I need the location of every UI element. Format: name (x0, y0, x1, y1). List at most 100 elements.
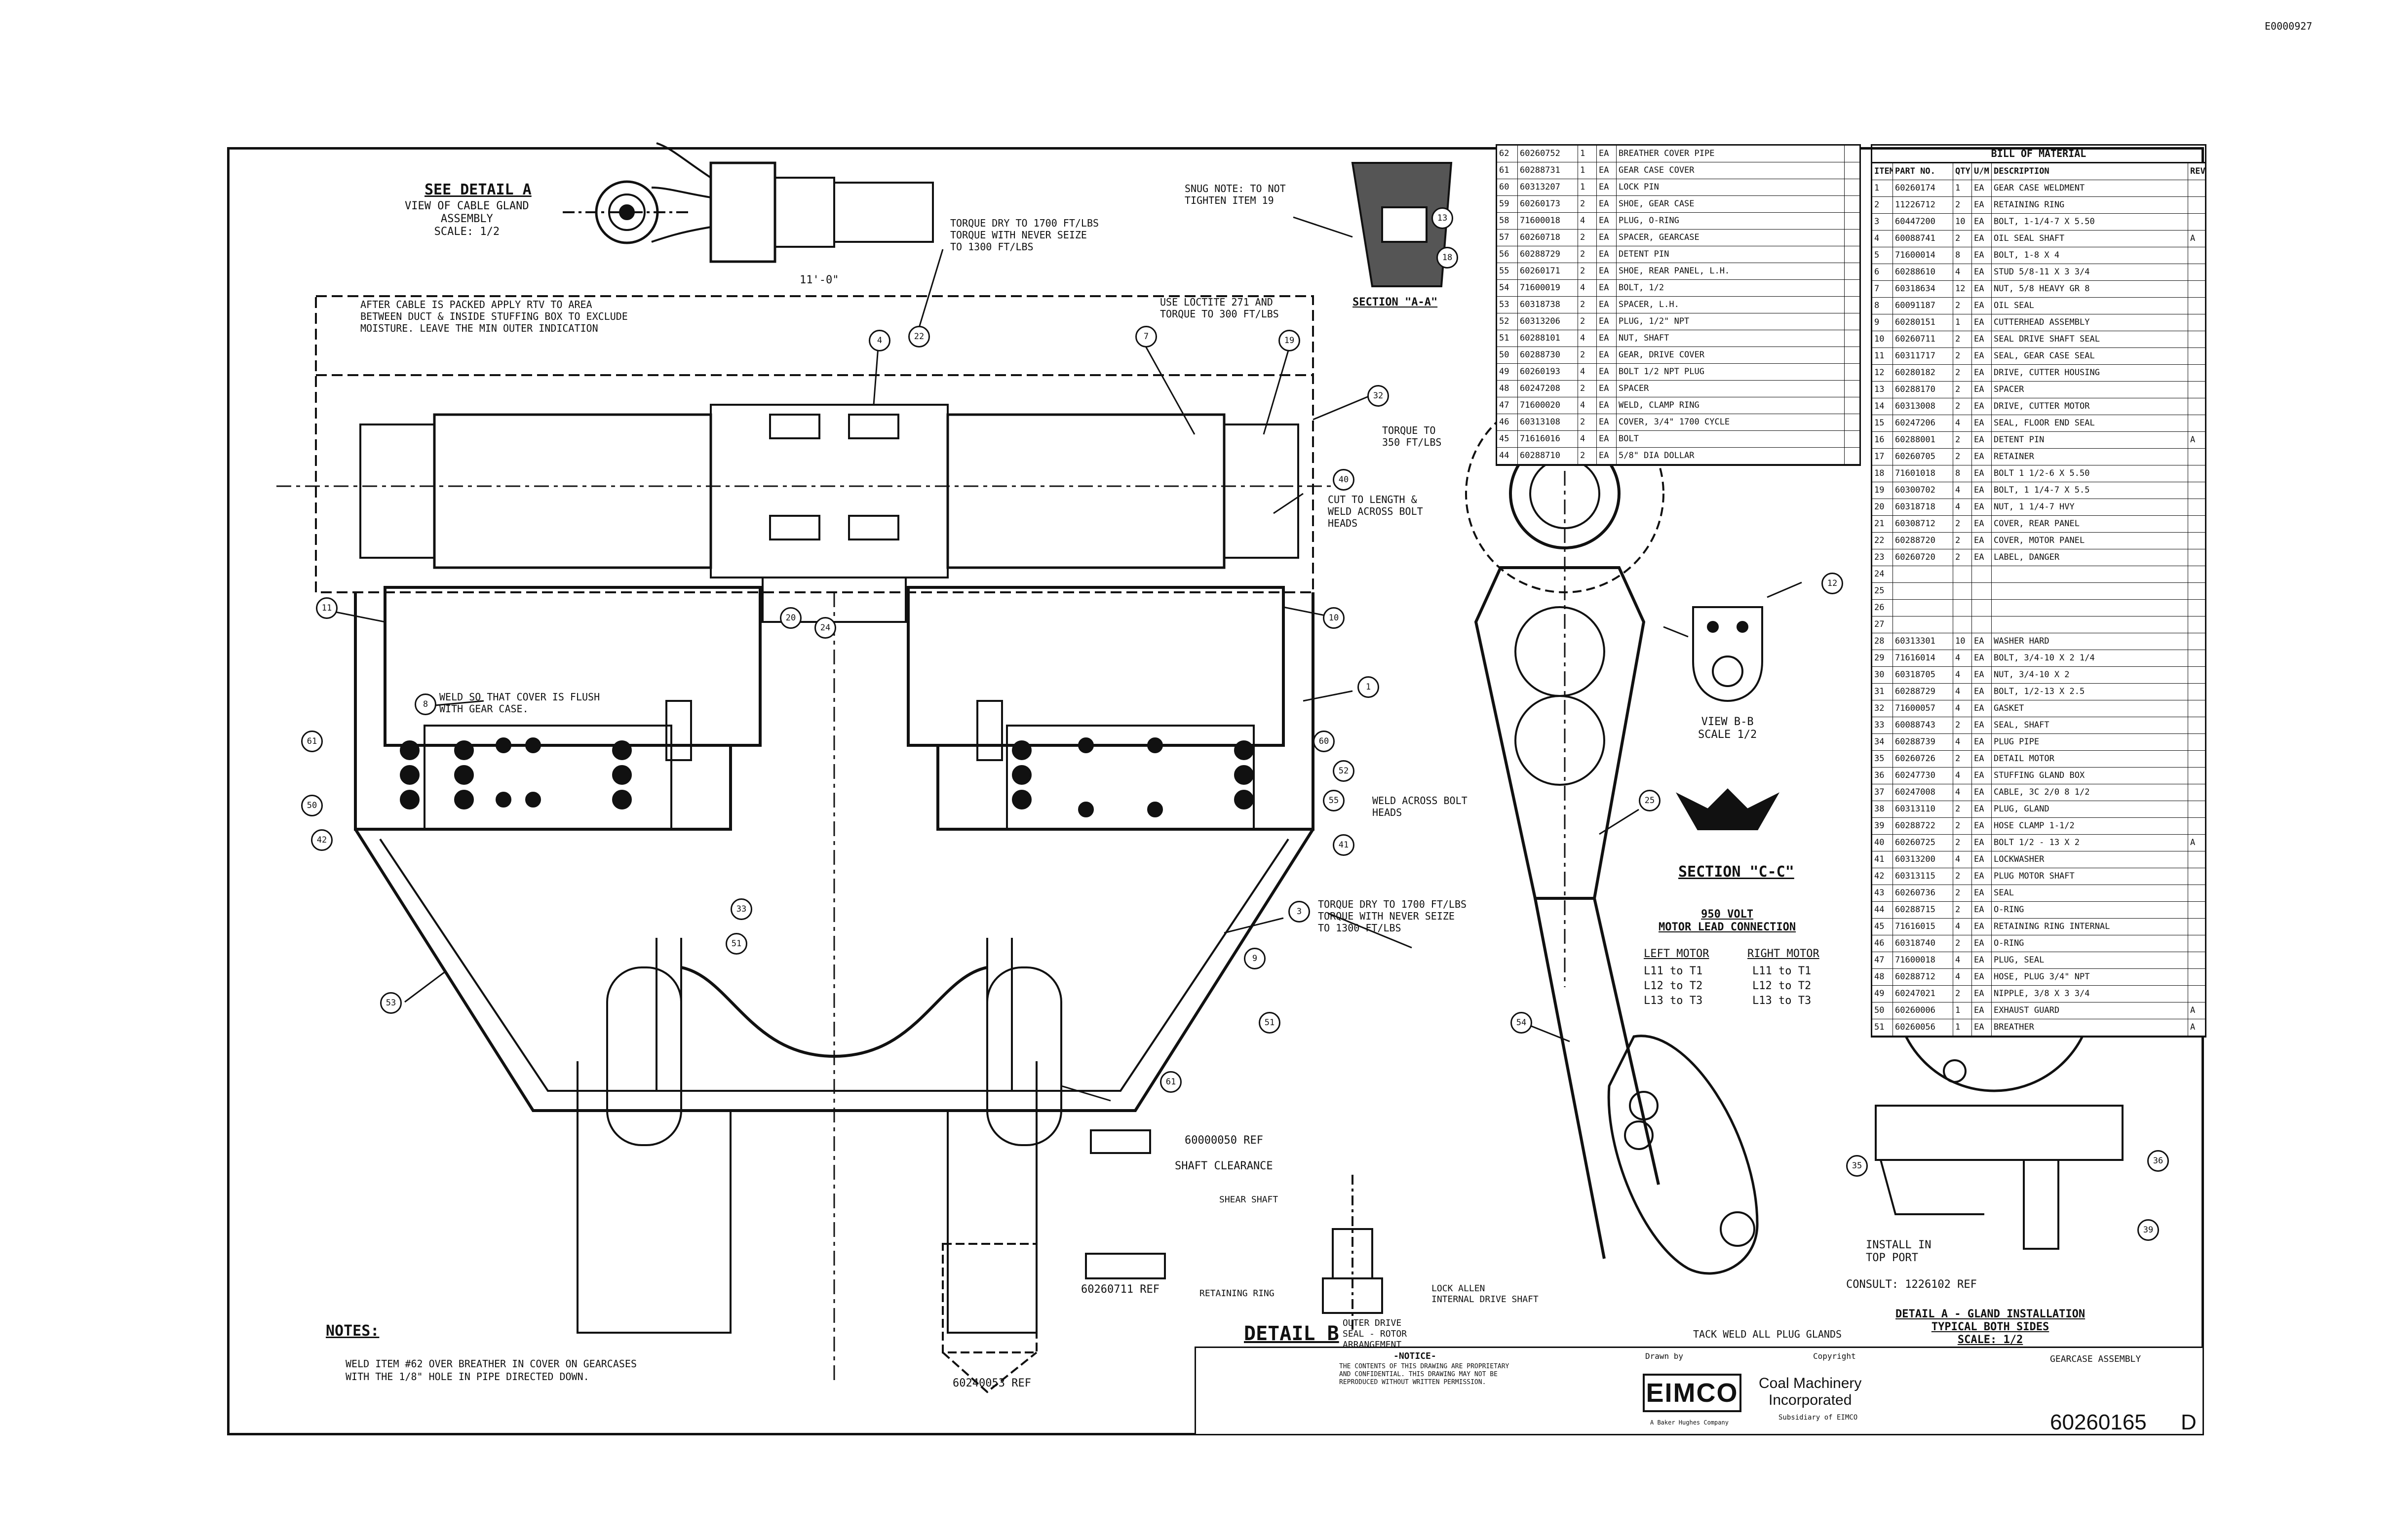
table-cell: 12 (1953, 281, 1972, 297)
table-cell: BOLT, 3/4-10 X 2 1/4 (1992, 650, 2188, 666)
table-cell: 1 (1953, 1019, 1972, 1036)
table-cell: 4 (1578, 397, 1597, 414)
table-cell (1845, 230, 1859, 246)
table-cell: 1 (1578, 146, 1597, 162)
table-cell: 4 (1953, 482, 1972, 499)
table-cell: 14 (1872, 398, 1893, 415)
callout-item: 24 (814, 617, 836, 639)
detail-a-heading: SEE DETAIL A (425, 181, 532, 198)
table-cell: 7 (1872, 281, 1893, 297)
table-cell: EA (1972, 1002, 1992, 1019)
callout-item: 18 (1436, 247, 1458, 269)
table-cell: 2 (1953, 516, 1972, 532)
table-cell: SPACER, L.H. (1617, 297, 1845, 313)
table-cell: LOCK PIN (1617, 179, 1845, 195)
table-cell: 60247206 (1893, 415, 1953, 431)
table-cell: EA (1597, 313, 1617, 330)
table-cell: 2 (1953, 533, 1972, 549)
table-cell: NUT, 1 1/4-7 HVY (1992, 499, 2188, 515)
callout-item: 22 (908, 326, 930, 347)
table-cell: BOLT, 1 1/4-7 X 5.5 (1992, 482, 2188, 499)
table-cell: EA (1972, 180, 1992, 196)
table-cell (2188, 348, 2205, 364)
table-cell: EA (1597, 162, 1617, 179)
bom-title: BILL OF MATERIAL (1871, 144, 2206, 162)
table-cell: 43 (1872, 885, 1893, 901)
snug-note: SNUG NOTE: TO NOT TIGHTEN ITEM 19 (1185, 183, 1286, 206)
table-cell: 10 (1953, 214, 1972, 230)
table-cell (1893, 566, 1953, 582)
bom-header-cell: U/M (1972, 163, 1992, 180)
table-cell: NUT, SHAFT (1617, 330, 1845, 346)
table-cell: 2 (1953, 835, 1972, 851)
table-cell (2188, 566, 2205, 582)
table-cell: 60260736 (1893, 885, 1953, 901)
table-cell (1845, 179, 1859, 195)
table-cell: PLUG PIPE (1992, 734, 2188, 750)
table-cell: 13 (1872, 382, 1893, 398)
bom-header-cell: QTY (1953, 163, 1972, 180)
table-row: 27 (1872, 616, 2205, 633)
table-cell: 71616016 (1518, 431, 1578, 447)
table-cell: SEAL, GEAR CASE SEAL (1992, 348, 2188, 364)
table-cell: 1 (1872, 180, 1893, 196)
table-cell: LOCKWASHER (1992, 851, 2188, 868)
table-cell: BOLT, 1/2 (1617, 280, 1845, 296)
detail-a-install-label: DETAIL A - GLAND INSTALLATION TYPICAL BO… (1895, 1308, 2086, 1346)
table-cell: 60247208 (1518, 381, 1578, 397)
table-cell (2188, 885, 2205, 901)
table-cell: SPACER, GEARCASE (1617, 230, 1845, 246)
table-cell: 17 (1872, 449, 1893, 465)
table-cell: 4 (1953, 919, 1972, 935)
detail-b-note: OUTER DRIVE SEAL - ROTOR ARRANGEMENT (1343, 1318, 1407, 1350)
table-cell: 4 (1953, 734, 1972, 750)
detail-b-label: DETAIL B (1244, 1322, 1339, 1345)
company-logo: EIMCO (1643, 1374, 1741, 1412)
table-cell: GASKET (1992, 700, 2188, 717)
table-cell: 23 (1872, 549, 1893, 566)
table-cell: 26 (1872, 600, 1893, 616)
table-cell (1972, 566, 1992, 582)
shaft-clearance-label: SHAFT CLEARANCE (1175, 1160, 1273, 1172)
table-cell: 2 (1953, 885, 1972, 901)
table-cell: STUFFING GLAND BOX (1992, 768, 2188, 784)
callout-item: 25 (1639, 790, 1661, 811)
table-cell: EA (1972, 952, 1992, 968)
table-cell: 2 (1953, 549, 1972, 566)
section-cc (1675, 788, 1780, 830)
callout-item: 55 (1323, 790, 1345, 811)
table-cell: 49 (1497, 364, 1518, 380)
table-cell (2188, 851, 2205, 868)
table-cell: 4 (1953, 969, 1972, 985)
table-cell: 4 (1578, 431, 1597, 447)
motor-right-row-3: L13 to T3 (1752, 995, 1812, 1007)
table-cell: 2 (1578, 263, 1597, 279)
table-cell: 1 (1953, 1002, 1972, 1019)
table-cell (2188, 465, 2205, 482)
table-cell (2188, 247, 2205, 264)
table-cell: EA (1597, 397, 1617, 414)
table-cell: RETAINING RING (1992, 197, 2188, 213)
table-cell: 4 (1953, 499, 1972, 515)
callout-item: 35 (1846, 1155, 1868, 1177)
drawing-title: GEARCASE ASSEMBLY (2050, 1354, 2141, 1364)
table-cell: 60260725 (1893, 835, 1953, 851)
table-cell: EA (1597, 364, 1617, 380)
table-cell (2188, 516, 2205, 532)
table-cell: COVER, MOTOR PANEL (1992, 533, 2188, 549)
table-cell: A (2190, 838, 2196, 847)
table-cell: 37 (1872, 784, 1893, 801)
table-cell (2188, 197, 2205, 213)
table-cell (2188, 482, 2205, 499)
table-cell: 49 (1872, 986, 1893, 1002)
